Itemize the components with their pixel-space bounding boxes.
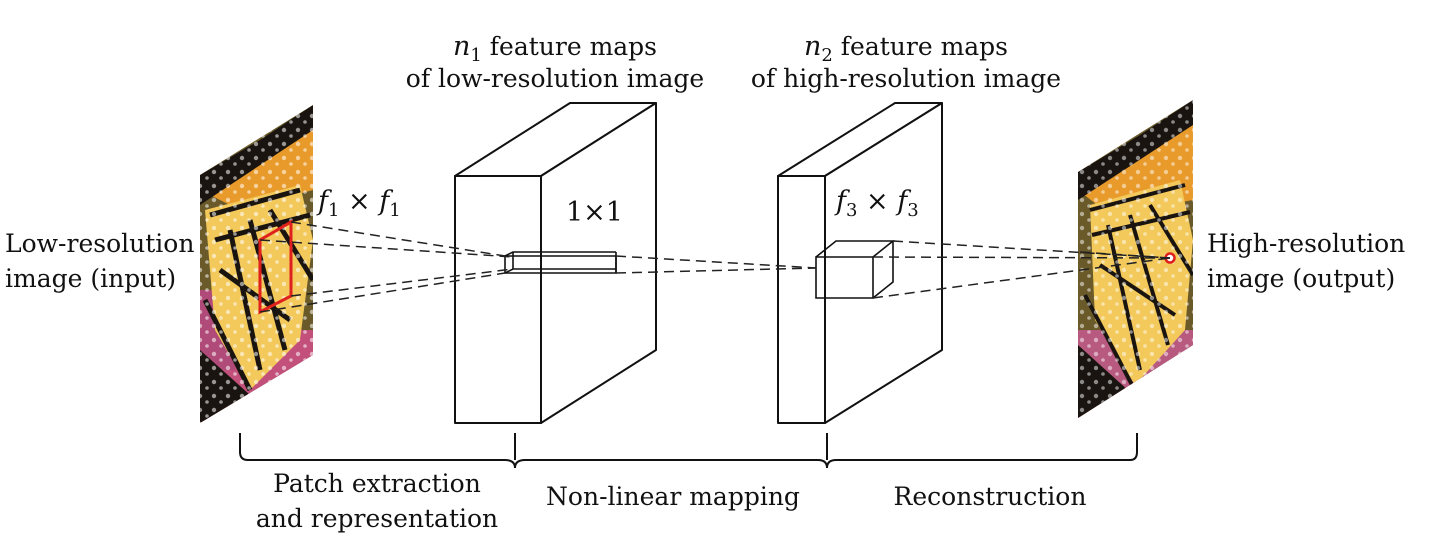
stage-reconstruction: Reconstruction <box>894 482 1087 511</box>
feature-maps-2-title: n2 feature maps <box>804 31 1008 66</box>
feature-maps-1-subtitle: of low-resolution image <box>406 64 704 93</box>
feature-maps-1-title: n1 feature maps <box>453 31 657 66</box>
stage-non-linear-mapping: Non-linear mapping <box>546 482 800 511</box>
filter-size-1: f1 × f1 <box>316 186 401 221</box>
feature-maps-2-subtitle: of high-resolution image <box>751 64 1061 93</box>
input-label-line2: image (input) <box>5 264 176 293</box>
feature-map-block-2 <box>777 102 943 424</box>
stage-braces <box>239 433 1138 469</box>
output-image <box>1078 100 1193 418</box>
input-label-line1: Low-resolution <box>5 229 194 258</box>
projection-lines <box>259 221 1171 313</box>
input-image <box>200 105 313 423</box>
output-label-line2: image (output) <box>1207 264 1395 293</box>
stage-patch-extraction-line2: and representation <box>256 504 498 533</box>
output-label-line1: High-resolution <box>1207 229 1405 258</box>
filter-size-2: 1×1 <box>566 197 623 228</box>
feature-map-block-1 <box>454 102 657 424</box>
stage-patch-extraction-line1: Patch extraction <box>273 469 481 498</box>
